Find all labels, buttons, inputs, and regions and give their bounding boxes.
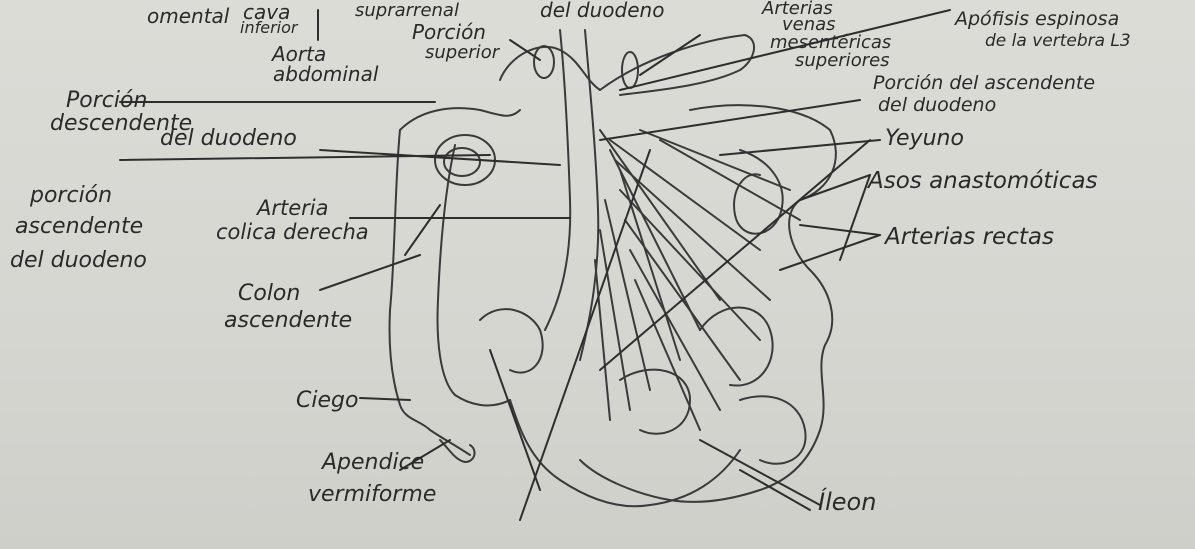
- leader-lines: [120, 10, 950, 520]
- label-porcion-asc-left-2: ascendente: [15, 216, 143, 238]
- label-porcion-asc-duodeno-2: del duodeno: [878, 96, 996, 115]
- label-ascendente: ascendente: [224, 310, 352, 332]
- label-del-duodeno-top: del duodeno: [540, 0, 664, 20]
- duodeno-superior: [500, 47, 600, 90]
- label-apofisis: Apófisis espinosa: [955, 10, 1119, 29]
- label-superiores: superiores: [795, 52, 890, 70]
- duodeno-top-loop: [400, 108, 520, 130]
- label-yeyuno: Yeyuno: [885, 128, 964, 150]
- porcion-superior-ring: [534, 46, 554, 78]
- label-porcion-superior: Porción: [412, 22, 486, 42]
- label-vermiforme: vermiforme: [308, 484, 436, 506]
- label-porcion-asc-duodeno-1: Porción del ascendente: [873, 74, 1095, 93]
- label-abdominal: abdominal: [273, 64, 378, 84]
- label-apendice: Apendice: [322, 452, 424, 474]
- label-ciego: Ciego: [296, 390, 358, 412]
- label-porcion-descendente-3: del duodeno: [160, 128, 297, 150]
- label-suprarrenal: suprarrenal: [355, 2, 459, 20]
- label-arteria-colica-1: Arteria: [257, 198, 329, 219]
- label-porcion-asc-left-3: del duodeno: [10, 250, 147, 272]
- label-colon: Colon: [238, 283, 300, 305]
- label-aorta: Aorta: [272, 44, 326, 64]
- label-omental: omental: [147, 6, 229, 26]
- label-inferior: inferior: [240, 20, 297, 36]
- label-porcion-descendente-1: Porción: [66, 90, 147, 112]
- label-porcion-asc-left-1: porción: [30, 185, 112, 207]
- colon-ascendente-outline: [389, 130, 470, 455]
- label-arteria-colica-2: colica derecha: [216, 222, 369, 243]
- label-asos-anastomoticas: Asos anastomóticas: [868, 170, 1098, 193]
- label-superior: superior: [425, 44, 499, 62]
- label-vertebra-l3: de la vertebra L3: [985, 33, 1131, 50]
- label-arterias-rectas: Arterias rectas: [885, 226, 1054, 249]
- label-ileon: Íleon: [818, 490, 876, 514]
